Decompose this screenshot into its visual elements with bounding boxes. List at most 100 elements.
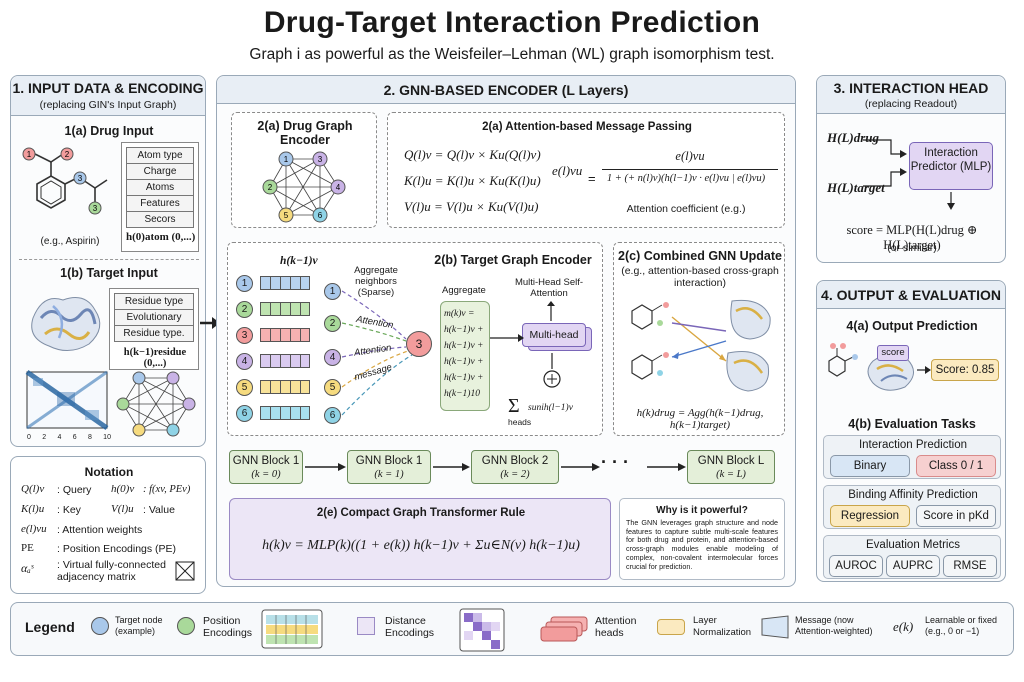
node-feature-bar-6 <box>260 406 310 420</box>
combined-subtitle: (e.g., attention-based cross-graph inter… <box>621 265 779 289</box>
notation-title: Notation <box>84 465 134 479</box>
gnn-block-0-name: GNN Block 1 <box>232 455 300 467</box>
mha-connector <box>490 334 524 342</box>
eval-pill-binary: Binary <box>830 455 910 477</box>
or-similar-label: (or similar) <box>887 242 937 254</box>
input-panel-header: 1. INPUT DATA & ENCODING (replacing GIN'… <box>11 76 205 116</box>
eq-value: V(l)u = V(l)u × Ku(V(l)u) <box>404 199 539 214</box>
encoder-heading: 2. GNN-BASED ENCODER (L Layers) <box>217 76 795 104</box>
gnn-block-L-k: (k = L) <box>716 469 746 480</box>
score-tag: score <box>877 345 909 361</box>
notation-panel: Notation Q(l)v : Query h(0)v : f(xv, PEv… <box>10 456 206 594</box>
aggregate-box: m(k)v = h(k−1)v + h(k−1)v + h(k−1)v + h(… <box>440 301 490 411</box>
compact-rule-box: 2(e) Compact Graph Transformer Rule h(k)… <box>229 498 611 580</box>
eval-group-title-0: Interaction Prediction <box>858 439 968 451</box>
sum-term: sunih(l−1)v <box>528 403 573 413</box>
notation-sym-3: V(l)u <box>111 503 134 515</box>
notation-sym-6: αₐˢ <box>21 561 34 575</box>
drug-molecule-icon: 1 2 3 3 <box>22 147 108 215</box>
notation-sym-0: Q(l)v <box>21 483 45 495</box>
svg-text:1: 1 <box>27 150 32 159</box>
eval-pill-pkd: Score in pKd <box>916 505 996 527</box>
cross-graph-interaction-icon <box>631 299 771 392</box>
legend-message-label: Message (now Attention-weighted) <box>795 615 873 636</box>
why-powerful-box: Why is it powerful? The GNN leverages gr… <box>619 498 785 580</box>
attention-title: 2(a) Attention-based Message Passing <box>482 121 692 133</box>
agg-term-3: h(k−1)v + <box>444 357 484 367</box>
target-node-4: 4 <box>236 353 253 370</box>
interaction-head-panel: 3. INTERACTION HEAD (replacing Readout) … <box>816 75 1006 263</box>
rule-title: 2(e) Compact Graph Transformer Rule <box>316 507 526 519</box>
rule-equation: h(k)v = MLP(k)((1 + e(k)) h(k−1)v + Σu∈N… <box>262 538 580 553</box>
combined-title: 2(c) Combined GNN Update <box>618 249 782 263</box>
legend-e-symbol: e(k) <box>893 619 914 634</box>
svg-text:2: 2 <box>268 183 273 192</box>
eval-group-metrics: Evaluation Metrics AUROC AUPRC RMSE <box>823 535 1001 579</box>
target-feature-2: Residue type. <box>114 325 194 342</box>
svg-text:1: 1 <box>284 155 289 164</box>
eq-e-label: e(l)vu <box>552 163 583 178</box>
eq-query: Q(l)v = Q(l)v × Ku(Q(l)v) <box>404 147 541 162</box>
target-h-label: h(k−1)residue (0,...) <box>123 347 187 369</box>
message-edges <box>341 290 413 416</box>
legend-message-icon <box>761 615 789 639</box>
mha-title: Multi-Head Self-Attention <box>514 277 584 299</box>
target-graph-encoder-box: 2(b) Target Graph Encoder h(k−1)v 1 2 3 … <box>227 242 603 436</box>
mha-box: Multi-head <box>522 323 586 347</box>
drug-feature-2: Atoms <box>126 179 194 196</box>
drug-feature-3: Features <box>126 195 194 212</box>
legend-layer-norm-label: Layer Normalization <box>693 615 752 638</box>
drug-feature-1: Charge <box>126 163 194 180</box>
matrix-tick: 2 <box>42 434 47 441</box>
drug-feature-4: Secors <box>126 211 194 228</box>
legend-target-node-label: Target node (example) <box>115 615 163 636</box>
input-panel: 1. INPUT DATA & ENCODING (replacing GIN'… <box>10 75 206 447</box>
agg-term-1: h(k−1)v + <box>444 325 484 335</box>
gnn-block-2: GNN Block 2(k = 2) <box>471 450 559 484</box>
head-input-drug: H(L)drug <box>827 130 879 145</box>
notation-sym-5: PE <box>21 542 34 554</box>
block-chain-arrows <box>305 463 686 471</box>
h-prev-label: h(k−1)v <box>280 255 318 267</box>
combined-eq: h(k)drug = Agg(h(k−1)drug, h(k−1)target) <box>636 407 764 431</box>
eval-pill-auroc: AUROC <box>829 555 883 577</box>
neighbor-node-5: 5 <box>324 379 341 396</box>
svg-text:3: 3 <box>78 174 83 183</box>
legend-position-icon <box>177 617 195 635</box>
notation-desc-0: : Query <box>57 484 92 496</box>
notation-desc-1: : f(xv, PEv) <box>143 484 191 495</box>
node-feature-bar-3 <box>260 328 310 342</box>
node-feature-bar-1 <box>260 276 310 290</box>
svg-text:4: 4 <box>336 183 341 192</box>
matrix-tick: 0 <box>27 434 31 441</box>
block-ellipsis: · · · <box>601 452 629 472</box>
eq-e-fraction-bar <box>602 169 778 170</box>
score-value-box: Score: 0.85 <box>931 359 999 381</box>
input-heading: 1. INPUT DATA & ENCODING <box>12 80 204 96</box>
matrix-tick: 8 <box>87 434 92 441</box>
agg-term-4: h(k−1)v + <box>444 373 484 383</box>
aggregate-label: Aggregate <box>442 285 486 296</box>
attention-message-passing-box: 2(a) Attention-based Message Passing Q(l… <box>387 112 785 228</box>
output-prediction-title: 4(a) Output Prediction <box>846 319 978 333</box>
target-input-title: 1(b) Target Input <box>60 266 158 280</box>
svg-text:5: 5 <box>284 211 289 220</box>
node-feature-bar-2 <box>260 302 310 316</box>
output-panel: 4. OUTPUT & EVALUATION 4(a) Output Predi… <box>816 280 1006 582</box>
page-title: Drug-Target Interaction Prediction <box>263 6 761 39</box>
legend-distance-matrix-icon <box>459 608 505 652</box>
eq-key: K(l)u = K(l)u × Ku(K(l)u) <box>404 173 541 188</box>
notation-desc-5: : Position Encodings (PE) <box>57 543 177 555</box>
eval-pill-class: Class 0 / 1 <box>916 455 996 477</box>
eval-group-title-2: Evaluation Metrics <box>866 539 960 551</box>
drug-input-title: 1(a) Drug Input <box>64 124 154 138</box>
matrix-tick: 10 <box>103 434 111 441</box>
drug-feature-0: Atom type <box>126 147 194 164</box>
output-heading: 4. OUTPUT & EVALUATION <box>817 281 1005 309</box>
agg-term-0: m(k)v = <box>444 309 475 319</box>
svg-text:2: 2 <box>65 150 70 159</box>
legend-position-grid-icon <box>261 609 323 649</box>
notation-desc-4: : Attention weights <box>57 524 143 536</box>
drug-graph-encoder-box: 2(a) Drug Graph Encoder 1 3 2 4 5 6 <box>231 112 377 228</box>
